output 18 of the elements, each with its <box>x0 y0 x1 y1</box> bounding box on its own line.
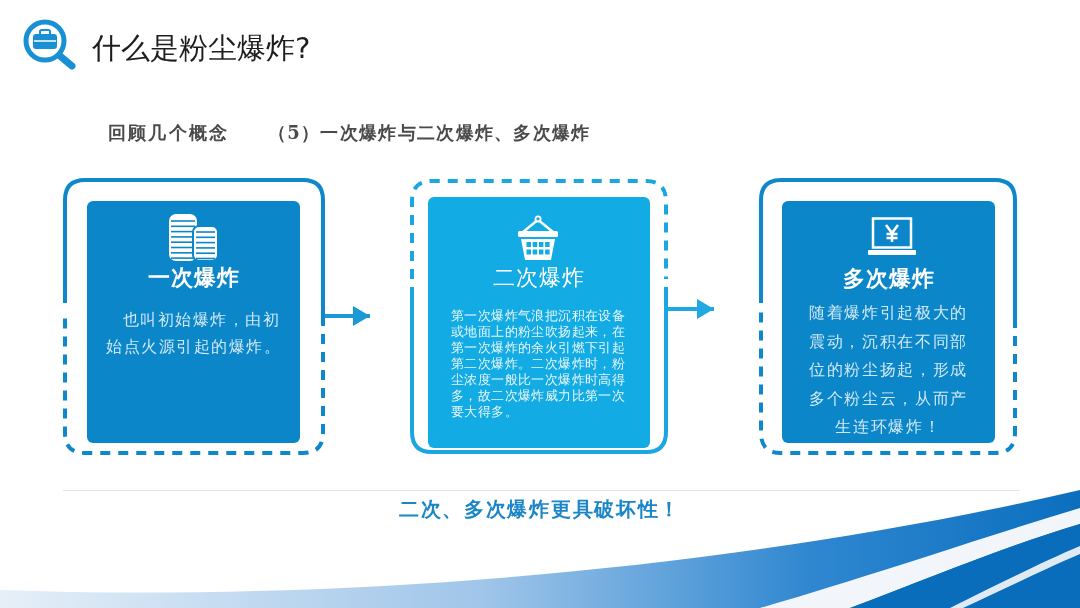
info-card <box>428 197 650 448</box>
arrow <box>325 306 370 326</box>
info-card <box>87 201 300 443</box>
card-text: 随着爆炸引起极大的震动，沉积在不同部位的粉尘扬起，形成多个粉尘云，从而产生连环爆炸！ <box>807 302 970 438</box>
card-text: 也叫初始爆炸，由初始点火源引起的爆炸。 <box>105 309 282 358</box>
card-title: 多次爆炸 <box>842 264 935 292</box>
info-card <box>782 201 995 443</box>
dashed-frame <box>759 178 1017 455</box>
card-text: 第一次爆炸气浪把沉积在设备或地面上的粉尘吹扬起来，在第一次爆炸的余火引燃下引起第二次爆炸。二次爆炸时，粉尘浓度一般比一次爆炸时高得多，故二次爆炸威力比第一次要大得多。 <box>451 308 627 420</box>
dashed-frame <box>63 178 325 455</box>
card-title: 二次爆炸 <box>493 264 585 292</box>
page-title: 什么是粉尘爆炸? <box>92 30 311 67</box>
arrow <box>668 299 714 319</box>
topic-heading: （5）一次爆炸与二次爆炸、多次爆炸 <box>268 121 591 145</box>
dashed-frame <box>410 179 668 454</box>
card-title: 一次爆炸 <box>147 263 240 291</box>
conclusion-text: 二次、多次爆炸更具破坏性！ <box>398 497 682 521</box>
section-label: 回顾几个概念 <box>108 121 230 145</box>
